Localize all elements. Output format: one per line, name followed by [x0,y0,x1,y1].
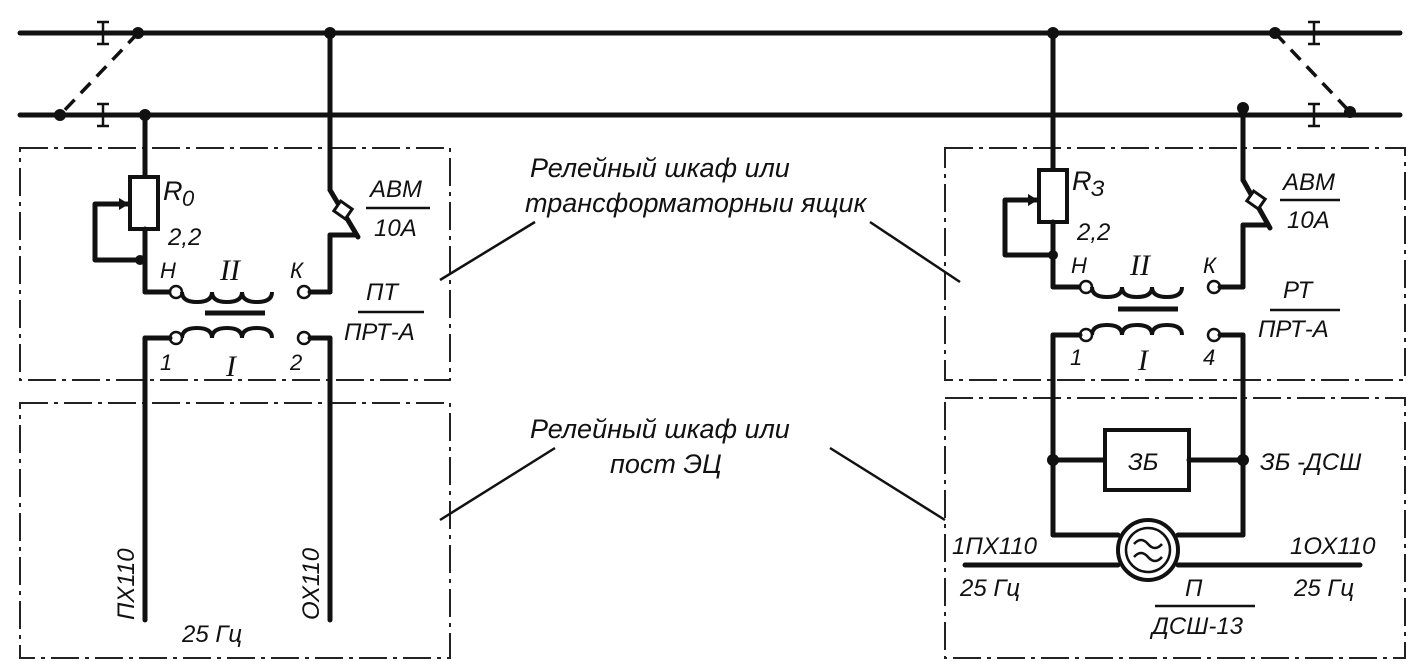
terminal-end: К [1203,253,1217,278]
resistor-name: R [163,176,183,206]
frequency-right: 25 Гц [1293,575,1354,602]
winding-primary-label: I [225,350,238,383]
left-lower-cabinet [19,402,451,659]
terminal-start: Н [160,258,176,283]
winding-secondary-label: II [219,254,242,287]
winding-ii [1090,286,1184,300]
right-lower-cabinet [944,397,1406,659]
callout-transformer-box-line1: Релейный шкаф или [530,153,790,183]
left-upper-cabinet [19,147,451,381]
resistor-subscript: 0 [182,186,195,211]
jumper-dashed [1273,31,1352,114]
protection-block-zb [1103,428,1191,492]
relay-type: П [1185,575,1203,602]
left-supply-end: R 0 2,2 АВМ 10А Н II К 1 I 2 ПТ ПРТ-А ПХ… [92,27,430,648]
feed-1ohx: 1ОХ110 [1290,533,1376,560]
winding-primary-label: I [1137,344,1150,377]
frequency-left: 25 Гц [959,575,1020,602]
breaker-type: АВМ [1281,169,1335,196]
breaker-avm-icon [1244,188,1268,212]
right-relay-end: R З 2,2 АВМ 10А Н II К 1 I 4 РТ ПРТ-А ЗБ… [952,27,1376,640]
resistor-value: 2,2 [167,224,201,251]
right-upper-cabinet [944,147,1406,381]
relay-model: ДСШ-13 [1149,613,1244,640]
winding-i [1090,322,1184,336]
callouts: Релейный шкаф или трансформаторныи ящик … [439,153,961,522]
breaker-rating: 10А [374,215,417,242]
terminal-end: К [290,258,304,283]
terminal-start: Н [1071,253,1087,278]
transformer-model: ПРТ-А [1258,316,1329,343]
enclosures [19,147,1406,659]
terminal-4: 4 [1203,345,1215,370]
resistor-r3 [1037,168,1069,224]
breaker-type: АВМ [368,176,422,203]
callout-transformer-box-line2: трансформаторныи ящик [525,188,868,218]
resistor-r0 [128,175,160,231]
feed-ohx: ОХ110 [298,547,325,620]
feed-1phx: 1ПХ110 [952,533,1038,560]
transformer-type: ПТ [366,279,400,306]
winding-ii [180,291,274,305]
jumper-dashed [58,31,140,117]
winding-secondary-label: II [1129,249,1152,282]
callout-post-line2: пост ЭЦ [610,449,722,479]
frequency-label: 25 Гц [181,621,242,648]
resistor-value: 2,2 [1076,219,1110,246]
terminal-1: 1 [160,350,172,375]
breaker-avm-icon [331,198,355,222]
winding-i [180,325,274,339]
resistor-name: R [1072,166,1092,196]
transformer-type: РТ [1283,277,1315,304]
rails [17,20,1403,128]
callout-post-line1: Релейный шкаф или [530,414,790,444]
feed-phx: ПХ110 [113,548,140,620]
transformer-model: ПРТ-А [344,319,415,346]
terminal-2: 2 [289,350,302,375]
protection-block-label: ЗБ [1128,449,1158,476]
resistor-subscript: З [1091,176,1105,201]
protection-type-label: ЗБ -ДСШ [1260,449,1362,476]
breaker-rating: 10А [1287,207,1330,234]
terminal-1: 1 [1070,345,1082,370]
